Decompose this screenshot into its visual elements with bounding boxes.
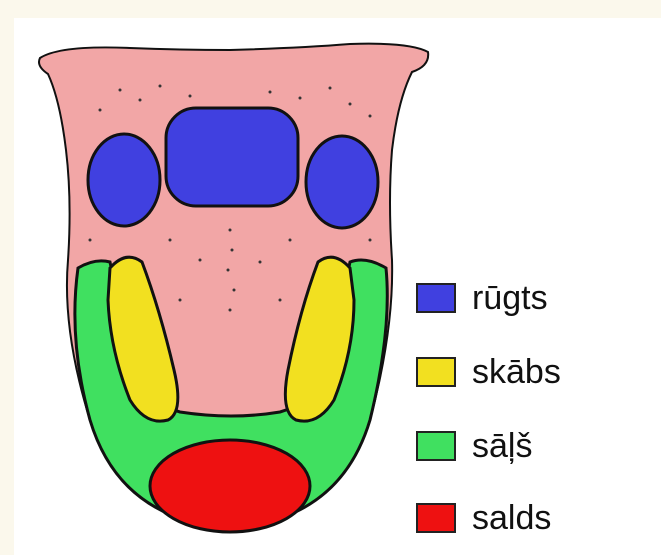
sweet-zone [150,440,310,532]
legend-item-salty: sāļš [416,426,532,466]
legend-label: sāļš [472,427,532,466]
bitter-zone-center [166,108,298,206]
legend-label: rūgts [472,279,548,318]
legend-swatch-blue [416,283,456,313]
legend-swatch-green [416,431,456,461]
bitter-zone-right [306,136,378,228]
legend-swatch-red [416,503,456,533]
legend-item-sweet: salds [416,498,551,538]
legend-label: salds [472,499,551,538]
legend-item-sour: skābs [416,352,561,392]
bitter-zone-left [88,134,160,226]
legend-swatch-yellow [416,357,456,387]
legend-label: skābs [472,353,561,392]
legend-item-bitter: rūgts [416,278,548,318]
